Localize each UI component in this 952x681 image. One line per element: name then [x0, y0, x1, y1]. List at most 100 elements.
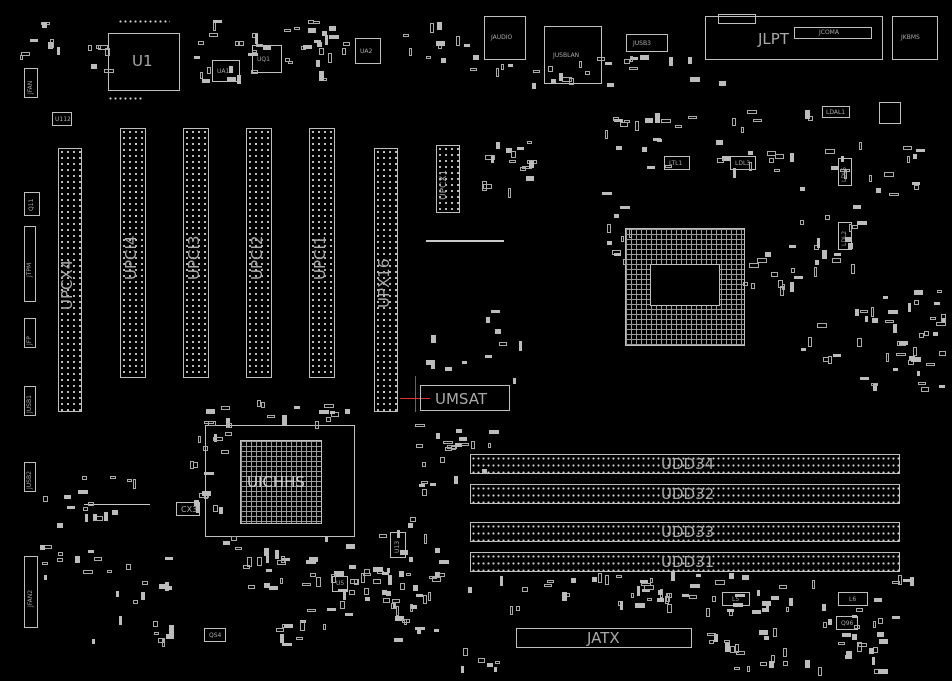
- passive-component: [667, 604, 672, 613]
- l6-label: L6: [849, 596, 857, 603]
- passive-component: [764, 636, 769, 640]
- passive-component: [329, 26, 336, 31]
- passive-component: [203, 446, 208, 451]
- passive-component: [221, 406, 230, 410]
- passive-component: [440, 457, 445, 463]
- passive-component: [282, 643, 292, 646]
- ua2-label: UA2: [360, 48, 373, 55]
- passive-component: [812, 580, 815, 589]
- upci2-label: UPCI2: [248, 235, 266, 280]
- passive-component: [204, 421, 214, 424]
- passive-component: [346, 544, 355, 549]
- passive-component: [314, 40, 321, 43]
- passive-component: [42, 22, 47, 28]
- passive-component: [447, 445, 457, 449]
- passive-component: [112, 510, 118, 515]
- passive-component: [607, 83, 614, 87]
- passive-component: [133, 479, 136, 489]
- passive-component: [20, 55, 23, 60]
- passive-component: [364, 588, 369, 595]
- passive-component: [899, 341, 908, 345]
- passive-component: [439, 560, 449, 564]
- passive-component: [790, 282, 794, 292]
- passive-component: [58, 552, 63, 556]
- passive-component: [294, 27, 300, 30]
- passive-component: [735, 594, 745, 597]
- large-square-component: [879, 102, 901, 124]
- passive-component: [396, 606, 399, 616]
- passive-component: [635, 603, 645, 608]
- passive-component: [303, 45, 312, 49]
- passive-component: [834, 253, 841, 256]
- passive-component: [655, 113, 660, 123]
- passive-component: [415, 424, 425, 427]
- passive-component: [365, 597, 370, 601]
- passive-component: [789, 598, 793, 606]
- passive-component: [44, 575, 47, 580]
- passive-component: [873, 621, 876, 628]
- upcx1-label: UPCX1: [439, 169, 449, 200]
- passive-component: [791, 268, 795, 273]
- passive-component: [252, 50, 257, 53]
- passive-component: [416, 594, 423, 597]
- jkbms-label: JKBMS: [901, 34, 920, 41]
- jcoma-label: JCOMA: [819, 29, 839, 36]
- passive-component: [719, 81, 726, 86]
- passive-component: [397, 530, 400, 538]
- passive-component: [400, 550, 408, 555]
- passive-component: [334, 571, 344, 576]
- passive-component: [343, 590, 346, 600]
- passive-component: [852, 225, 858, 229]
- passive-component: [933, 332, 938, 336]
- passive-component: [496, 142, 500, 149]
- passive-component: [747, 666, 750, 672]
- passive-component: [822, 250, 827, 259]
- passive-component: [327, 608, 336, 611]
- u1-pins-bottom: [108, 95, 144, 101]
- passive-component: [926, 363, 935, 366]
- passive-component: [83, 507, 88, 511]
- passive-component: [419, 484, 425, 487]
- passive-component: [642, 589, 650, 592]
- passive-component: [428, 592, 431, 601]
- jcoma-header: JCOMA: [794, 27, 872, 39]
- udd32-label: UDD32: [661, 485, 715, 503]
- passive-component: [620, 601, 623, 610]
- passive-component: [386, 591, 391, 596]
- passive-component: [833, 354, 841, 357]
- passive-component: [435, 572, 440, 577]
- passive-component: [779, 585, 787, 589]
- passive-component: [613, 117, 619, 121]
- passive-component: [669, 57, 673, 66]
- passive-component: [771, 596, 779, 600]
- passive-component: [88, 502, 94, 506]
- passive-component: [624, 59, 630, 64]
- passive-component: [468, 587, 472, 593]
- q11-transistor: Q11: [24, 192, 40, 216]
- passive-component: [213, 22, 216, 31]
- passive-component: [623, 259, 626, 265]
- passive-component: [159, 584, 168, 589]
- passive-component: [817, 323, 827, 328]
- passive-component: [340, 601, 345, 609]
- jtpm-label: JTPM: [26, 262, 33, 277]
- passive-component: [281, 558, 290, 561]
- passive-component: [822, 604, 826, 611]
- passive-component: [455, 443, 462, 447]
- passive-component: [133, 600, 138, 604]
- passive-component: [454, 476, 458, 484]
- passive-component: [855, 309, 859, 316]
- passive-component: [913, 347, 917, 356]
- passive-component: [319, 71, 324, 81]
- passive-component: [825, 215, 830, 220]
- upci1-slot: [309, 128, 335, 378]
- passive-component: [751, 283, 755, 289]
- ldl2-chip: LDL2: [838, 222, 852, 250]
- passive-component: [845, 237, 851, 242]
- passive-component: [544, 584, 552, 587]
- passive-component: [522, 587, 528, 592]
- passive-component: [592, 577, 597, 582]
- passive-component: [757, 258, 767, 263]
- passive-component: [614, 214, 619, 218]
- passive-component: [330, 411, 335, 414]
